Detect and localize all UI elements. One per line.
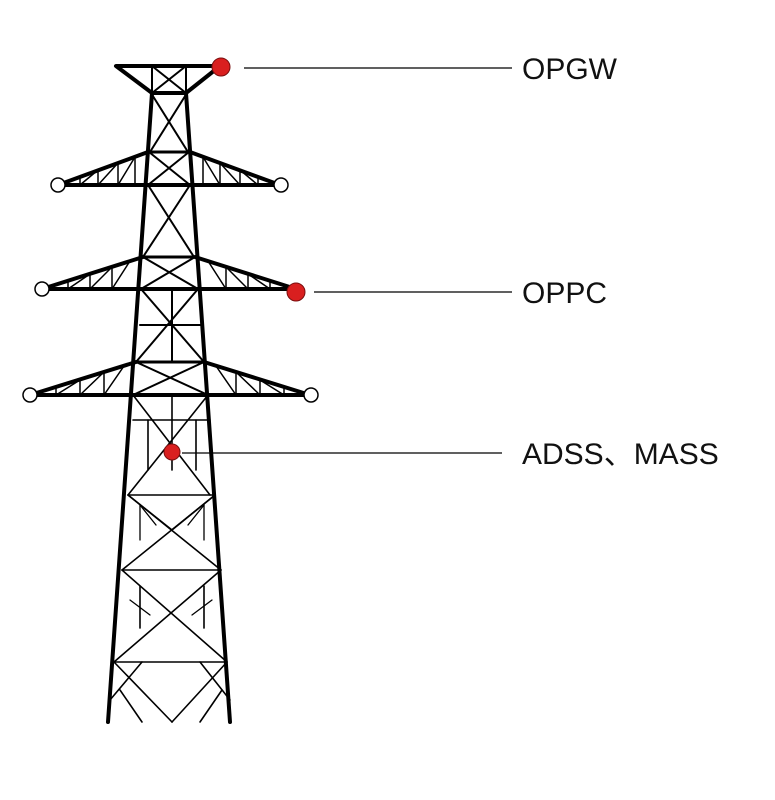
insulator-bottom-right [303,387,319,403]
tower [28,64,312,724]
opgw-label: OPGW [522,53,618,86]
oppc-marker [286,282,306,302]
insulator-top-right [273,177,289,193]
insulator-middle-left [34,281,50,297]
adss-mass-label: ADSS、MASS [522,438,719,471]
cable-markers [163,57,306,461]
oppc-label: OPPC [522,277,607,310]
cross-arm-middle [40,255,298,291]
opgw-marker [211,57,231,77]
adss-marker [163,443,181,461]
tower-legs [106,91,232,724]
insulator-top-left [50,177,66,193]
leader-lines [182,67,512,454]
cross-arm-top [56,150,282,187]
lower-tick-bracing [129,504,213,616]
labels: OPGW OPPC ADSS、MASS [522,53,719,471]
cross-arm-bottom [28,360,312,397]
insulator-bottom-left [22,387,38,403]
insulators [22,177,319,403]
tower-peak [114,64,222,95]
upper-bracing [132,92,209,396]
